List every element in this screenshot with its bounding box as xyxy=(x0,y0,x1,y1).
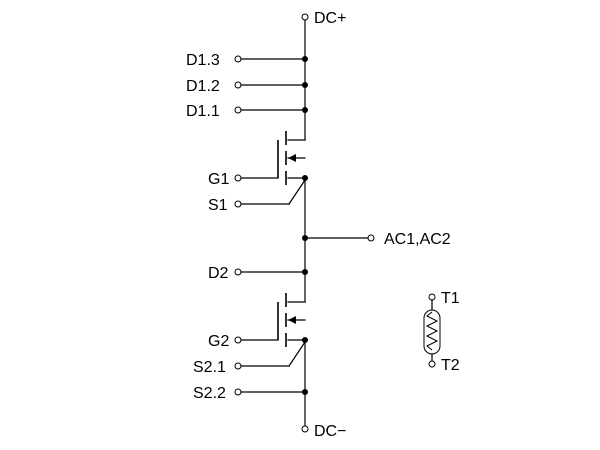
g1-terminal: G1 xyxy=(208,171,279,188)
s1-terminal: S1 xyxy=(208,179,306,214)
dc-plus-label: DC+ xyxy=(314,10,346,27)
s2-2-label: S2.2 xyxy=(193,385,226,402)
s2-2-terminal: S2.2 xyxy=(193,385,308,402)
g1-label: G1 xyxy=(208,171,229,188)
t1-label: T1 xyxy=(441,290,460,307)
lower-mosfet xyxy=(277,293,308,347)
d1-3-label: D1.3 xyxy=(186,52,220,69)
upper-mosfet xyxy=(277,131,308,185)
d2-terminal: D2 xyxy=(208,265,308,282)
dc-minus-label: DC− xyxy=(314,423,346,440)
thermistor: T1 T2 xyxy=(423,290,460,374)
g2-label: G2 xyxy=(208,333,229,350)
s2-1-label: S2.1 xyxy=(193,359,226,376)
g2-terminal: G2 xyxy=(208,333,279,350)
s1-label: S1 xyxy=(208,197,228,214)
d1-3-terminal: D1.3 xyxy=(186,52,308,69)
d2-label: D2 xyxy=(208,265,229,282)
dc-minus-terminal: DC− xyxy=(301,423,346,440)
d1-1-label: D1.1 xyxy=(186,103,220,120)
ac-label: AC1,AC2 xyxy=(384,231,451,248)
d1-1-terminal: D1.1 xyxy=(186,103,308,120)
d1-2-terminal: D1.2 xyxy=(186,78,308,95)
dc-plus-terminal: DC+ xyxy=(301,10,346,27)
t2-label: T2 xyxy=(441,357,460,374)
ac-terminal: AC1,AC2 xyxy=(302,231,451,248)
d1-2-label: D1.2 xyxy=(186,78,220,95)
s2-1-terminal: S2.1 xyxy=(193,341,306,376)
